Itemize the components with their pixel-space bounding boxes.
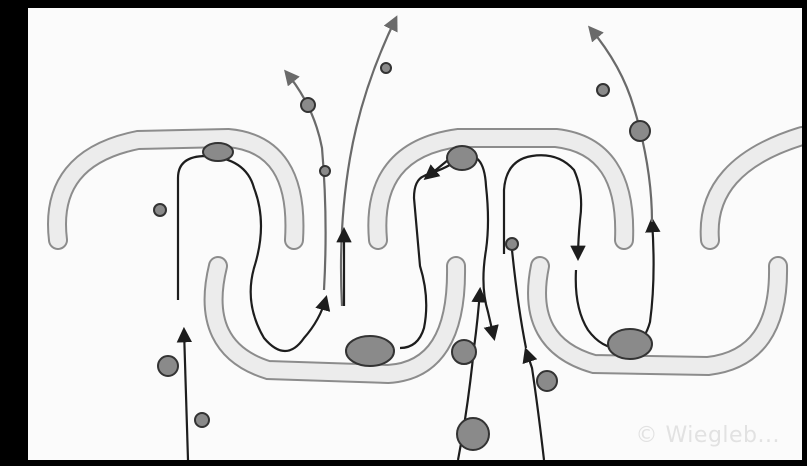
lower-channel-right xyxy=(537,266,778,366)
lower-channel-left xyxy=(214,266,456,374)
grain-suspended xyxy=(195,413,209,427)
watermark-text: © Wiegleb... xyxy=(636,423,780,448)
grain-suspended xyxy=(301,98,315,112)
grain-settled-center-top xyxy=(447,146,477,170)
grain-settled-right-bottom xyxy=(608,329,652,359)
flow-path-bottom-left xyxy=(184,330,188,460)
grain-suspended xyxy=(154,204,166,216)
grain-suspended xyxy=(381,63,391,73)
flow-path-loop-left xyxy=(178,156,326,351)
upper-channel-left xyxy=(57,138,294,240)
flow-diagram xyxy=(28,8,802,460)
grain-suspended xyxy=(537,371,557,391)
diagram-canvas: © Wiegleb... xyxy=(28,8,802,460)
watermark-logo: © Wiegleb... xyxy=(636,423,780,448)
grain-suspended xyxy=(630,121,650,141)
upper-channel-right xyxy=(710,136,802,240)
grain-suspended xyxy=(597,84,609,96)
flow-path-bottom-right xyxy=(526,350,544,460)
grain-settled-center-bottom xyxy=(346,336,394,366)
grain-suspended xyxy=(452,340,476,364)
grain-suspended xyxy=(457,418,489,450)
grain-suspended xyxy=(506,238,518,250)
flow-path-loop-center-head xyxy=(426,160,448,178)
flow-path-diagonal-right xyxy=(512,250,526,348)
grain-settled-left xyxy=(203,143,233,161)
grain-suspended xyxy=(320,166,330,176)
grain-suspended xyxy=(158,356,178,376)
